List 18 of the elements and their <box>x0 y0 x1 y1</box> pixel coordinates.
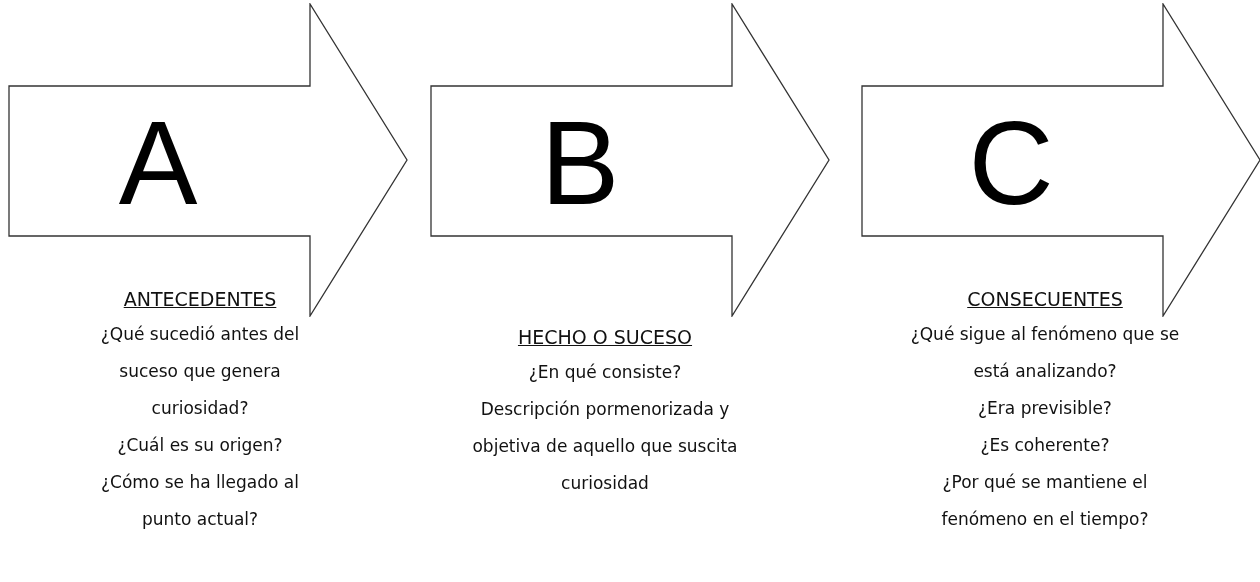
question-text: ¿En qué consiste? <box>527 361 683 384</box>
question-text: ¿Cómo se ha llegado al punto actual? <box>100 471 300 531</box>
question-text: ¿Es coherente? <box>979 434 1111 457</box>
letter-label: A <box>118 96 198 231</box>
question-text: ¿Qué sucedió antes del suceso que genera curiosidad? <box>99 323 301 420</box>
letter-label: B <box>540 96 620 231</box>
question-text: ¿Cuál es su origen? <box>116 434 284 457</box>
arrow-shape <box>861 3 1260 317</box>
heading-text: ANTECEDENTES <box>122 287 278 312</box>
question-text: ¿Era previsible? <box>977 397 1113 420</box>
arrow-shape <box>8 3 408 317</box>
heading-text: CONSECUENTES <box>966 287 1124 312</box>
heading-text: HECHO O SUCESO <box>516 325 694 350</box>
question-text: Descripción pormenorizada y objetiva de aquello que suscita curiosidad <box>471 398 739 495</box>
question-text: ¿Por qué se mantiene el fenómeno en el tiempo? <box>940 471 1150 531</box>
letter-label: C <box>968 96 1054 231</box>
question-text: ¿Qué sigue al fenómeno que se está analizando? <box>909 323 1181 383</box>
arrow-shape <box>430 3 830 317</box>
